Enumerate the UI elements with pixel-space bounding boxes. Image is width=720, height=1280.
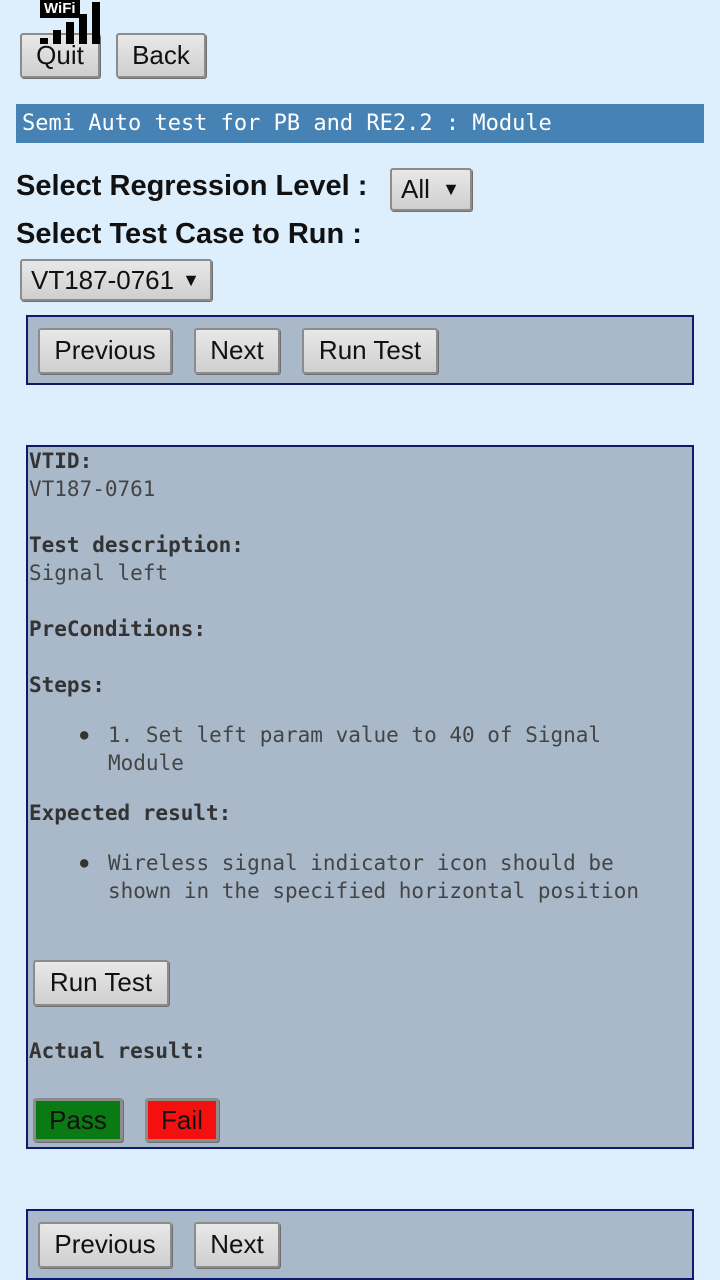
description-label: Test description: bbox=[29, 533, 244, 557]
preconditions-label: PreConditions: bbox=[29, 617, 207, 641]
wifi-bar-3 bbox=[66, 22, 74, 44]
test-case-select[interactable]: VT187-0761 ▼ bbox=[20, 259, 212, 301]
back-button[interactable]: Back bbox=[116, 33, 206, 78]
steps-label: Steps: bbox=[29, 673, 105, 697]
expected-item: Wireless signal indicator icon should be… bbox=[108, 851, 640, 903]
run-test-button[interactable]: Run Test bbox=[33, 960, 169, 1006]
bullet-icon: ● bbox=[80, 855, 89, 871]
test-details-panel: VTID: VT187-0761 Test description: Signa… bbox=[26, 445, 694, 1149]
bottom-navigation-panel: Previous Next bbox=[26, 1209, 694, 1280]
previous-button[interactable]: Previous bbox=[38, 328, 172, 374]
next-button[interactable]: Next bbox=[194, 328, 280, 374]
wifi-label: WiFi bbox=[40, 0, 80, 18]
wifi-bar-1 bbox=[40, 38, 48, 44]
test-case-label: Select Test Case to Run : bbox=[16, 218, 362, 250]
expected-result-label: Expected result: bbox=[29, 801, 232, 825]
fail-button[interactable]: Fail bbox=[145, 1098, 219, 1142]
regression-level-label: Select Regression Level : bbox=[16, 170, 368, 202]
test-case-value: VT187-0761 bbox=[31, 265, 175, 295]
description-value: Signal left bbox=[29, 561, 169, 585]
bullet-icon: ● bbox=[80, 727, 89, 743]
top-navigation-panel: Previous Next Run Test bbox=[26, 315, 694, 385]
regression-level-value: All bbox=[401, 174, 430, 204]
vtid-value: VT187-0761 bbox=[29, 477, 156, 501]
dropdown-arrow-icon: ▼ bbox=[442, 179, 460, 199]
wifi-signal-icon: WiFi bbox=[40, 0, 104, 44]
previous-button[interactable]: Previous bbox=[38, 1222, 172, 1268]
vtid-label: VTID: bbox=[29, 449, 93, 473]
step-item: 1. Set left param value to 40 of Signal … bbox=[108, 723, 602, 775]
next-button[interactable]: Next bbox=[194, 1222, 280, 1268]
wifi-bar-5 bbox=[92, 2, 100, 44]
page-title: Semi Auto test for PB and RE2.2 : Module bbox=[16, 104, 704, 143]
run-test-button[interactable]: Run Test bbox=[302, 328, 438, 374]
wifi-bar-2 bbox=[53, 30, 61, 44]
dropdown-arrow-icon: ▼ bbox=[182, 270, 200, 290]
pass-button[interactable]: Pass bbox=[33, 1098, 123, 1142]
wifi-bar-4 bbox=[79, 14, 87, 44]
actual-result-label: Actual result: bbox=[29, 1039, 207, 1063]
regression-level-select[interactable]: All ▼ bbox=[390, 168, 472, 211]
